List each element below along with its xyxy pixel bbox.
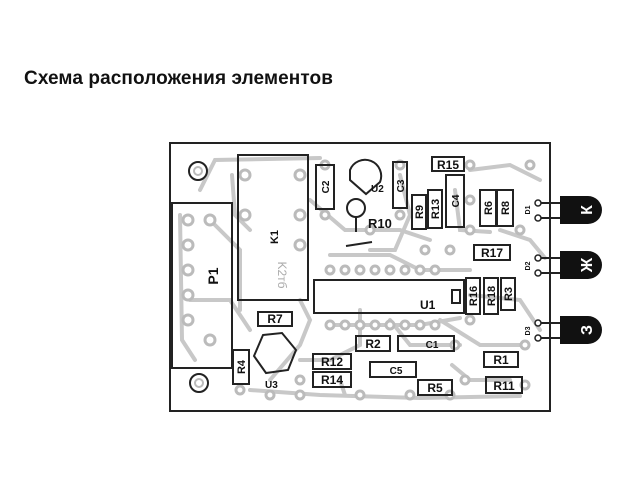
resistor-r16 (465, 277, 481, 315)
resistor-r13 (427, 189, 443, 229)
label-u3: U3 (265, 380, 278, 391)
resistor-r18 (483, 277, 499, 315)
label-r10: R10 (368, 216, 392, 231)
label-p1: P1 (205, 267, 221, 284)
label-r8: R8 (500, 201, 512, 215)
label-r17: R17 (481, 246, 503, 260)
resistor-r12 (312, 353, 352, 370)
label-c4: C4 (451, 194, 462, 207)
led-letter-zh: Ж (579, 257, 596, 273)
label-r13: R13 (430, 199, 442, 219)
mounting-holes (188, 161, 209, 393)
label-c5: C5 (390, 366, 403, 377)
led-d3: D3 З (525, 316, 602, 344)
label-r3: R3 (503, 287, 515, 301)
resistor-r17 (473, 244, 511, 261)
label-k1: K1 (269, 230, 281, 244)
led-d1: D1 К (525, 196, 602, 224)
resistor-r4 (232, 349, 250, 385)
page-title: Схема расположения элементов (24, 68, 334, 89)
label-r12: R12 (321, 355, 343, 369)
relay-k1 (237, 154, 309, 301)
resistor-r11 (485, 376, 523, 394)
connector-p1 (171, 202, 233, 369)
resistor-r15 (431, 156, 465, 172)
capacitor-c5 (369, 361, 417, 378)
trimmer-r10-bar (345, 241, 373, 247)
capacitor-c1 (397, 335, 455, 352)
label-r16: R16 (468, 286, 480, 306)
label-r7: R7 (267, 312, 283, 326)
label-r6: R6 (483, 201, 495, 215)
capacitor-c3 (392, 161, 408, 209)
resistor-r5 (417, 379, 453, 396)
label-r1: R1 (493, 353, 509, 367)
label-r11: R11 (493, 379, 515, 393)
capacitor-c2 (315, 164, 335, 210)
capacitor-c4 (445, 174, 465, 228)
label-c1: C1 (426, 340, 439, 351)
resistor-r14 (312, 371, 352, 388)
ic-u2 (349, 158, 383, 196)
label-u1: U1 (420, 298, 436, 312)
led-letter-k: К (579, 205, 596, 215)
label-d3: D3 (525, 326, 532, 335)
label-r15: R15 (437, 158, 459, 172)
label-d1: D1 (525, 205, 532, 214)
label-u2: U2 (371, 184, 384, 195)
label-r5: R5 (427, 381, 443, 395)
label-c2: C2 (321, 180, 332, 193)
label-c3: C3 (396, 179, 407, 192)
label-r2: R2 (365, 337, 381, 351)
led-letter-z: З (579, 325, 596, 335)
ic-u1 (313, 279, 465, 314)
ic-u1-notch (451, 289, 461, 304)
label-r4: R4 (236, 359, 248, 374)
resistor-r8 (496, 189, 514, 227)
resistor-r3 (500, 277, 516, 311)
label-r18: R18 (486, 286, 498, 306)
label-d2: D2 (525, 261, 532, 270)
label-r14: R14 (321, 373, 343, 387)
ic-u3 (252, 331, 298, 375)
resistor-r2 (355, 335, 391, 352)
label-r9: R9 (414, 205, 426, 219)
resistor-r7 (257, 311, 293, 327)
led-d2: D2 Ж (525, 251, 602, 279)
resistor-r9 (411, 194, 427, 230)
resistor-r1 (483, 351, 519, 368)
pcb-pads (181, 159, 536, 401)
label-k1-mark: K2тб (275, 261, 289, 288)
